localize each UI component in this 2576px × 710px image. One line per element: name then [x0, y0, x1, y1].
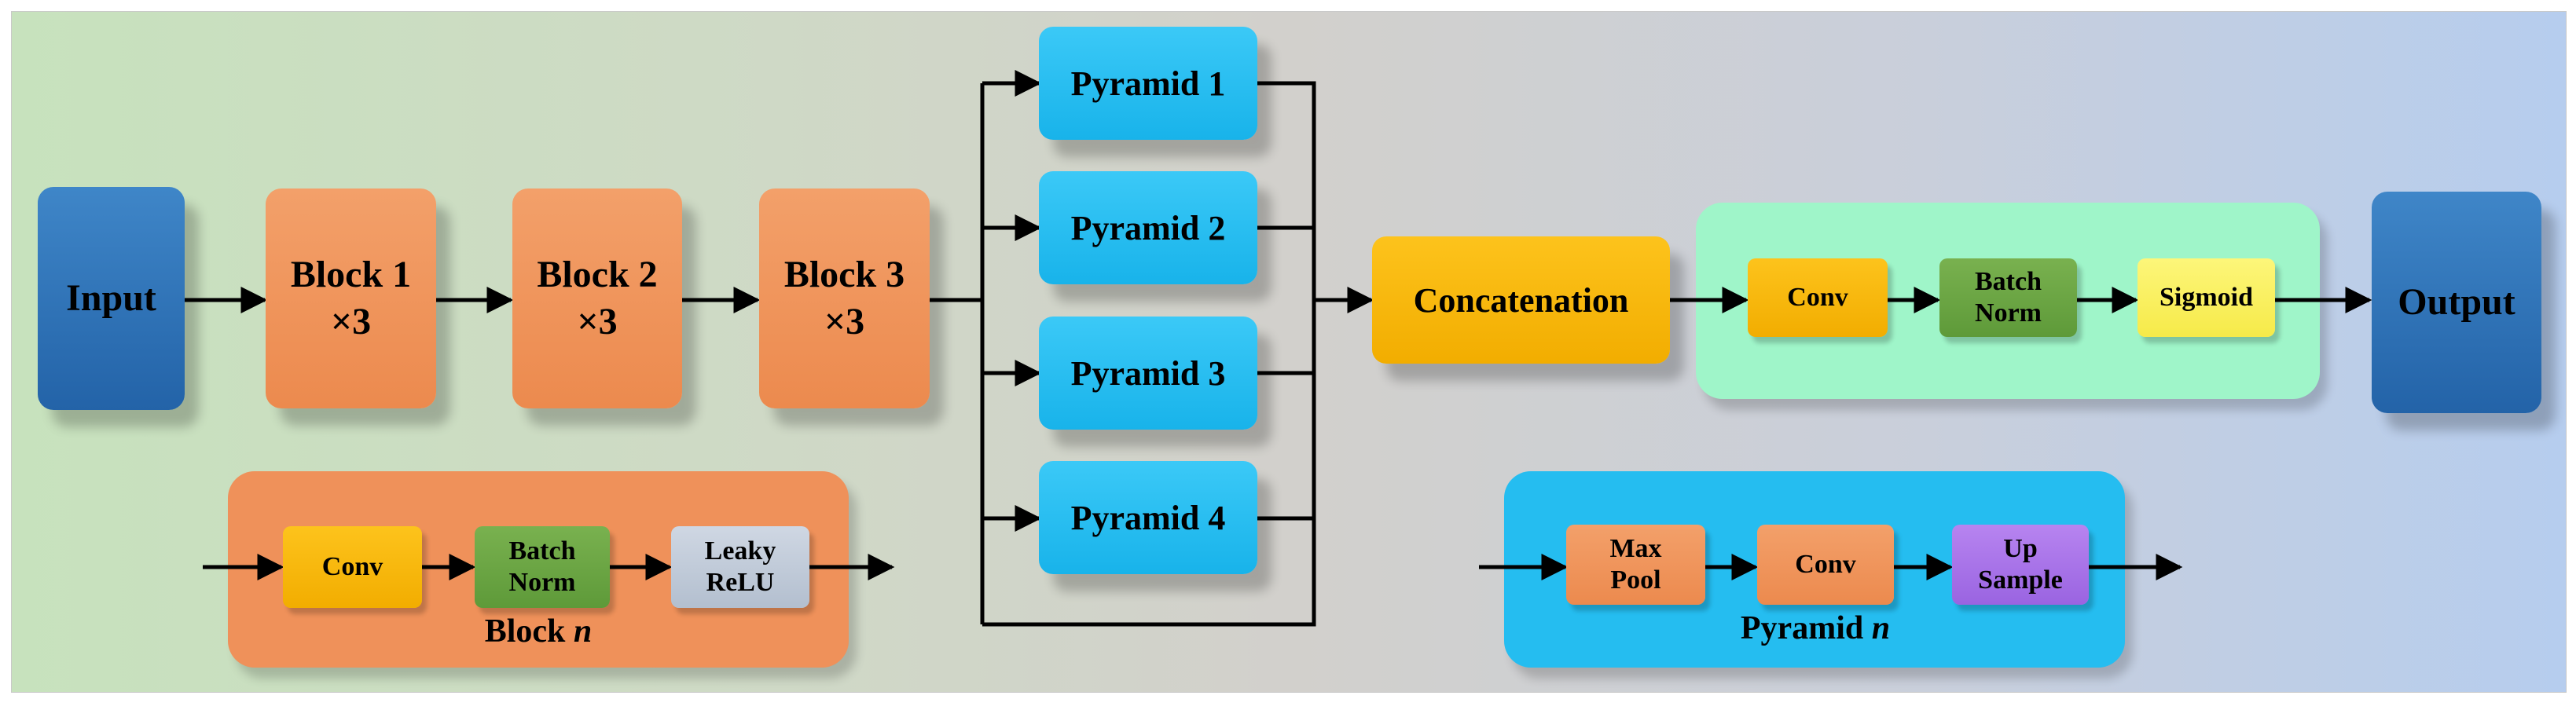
- pyramid-4: Pyramid 4: [1039, 461, 1257, 574]
- block-detail-act-line1: Leaky: [704, 536, 776, 565]
- pyramid-detail-up-sample: Up Sample: [1952, 525, 2089, 605]
- head-conv: Conv: [1748, 258, 1888, 337]
- block-detail-conv: Conv: [283, 526, 422, 608]
- block-detail-leaky-relu: Leaky ReLU: [671, 526, 809, 608]
- pyramid-3: Pyramid 3: [1039, 317, 1257, 430]
- block-2-title: Block 2: [537, 254, 658, 295]
- block-1-repeat: ×3: [330, 301, 372, 342]
- pyramid-detail-up-line2: Sample: [1978, 565, 2063, 595]
- pyramid-detail-conv: Conv: [1757, 525, 1894, 605]
- head-batch-norm: Batch Norm: [1939, 258, 2077, 337]
- block-detail-batch-norm: Batch Norm: [475, 526, 610, 608]
- concatenation-node: Concatenation: [1372, 236, 1670, 364]
- block-detail-title-var: n: [573, 613, 593, 650]
- head-sigmoid-label: Sigmoid: [2159, 283, 2254, 312]
- pyramid-3-label: Pyramid 3: [1070, 353, 1226, 393]
- block-2-repeat: ×3: [577, 301, 618, 342]
- output-label: Output: [2398, 281, 2515, 323]
- block-1: Block 1 ×3: [266, 188, 436, 408]
- head-sigmoid: Sigmoid: [2137, 258, 2275, 337]
- pyramid-detail-title: Pyramid n: [1674, 609, 1957, 647]
- head-bn-line1: Batch: [1975, 267, 2042, 296]
- pyramid-detail-title-var: n: [1871, 610, 1891, 646]
- pyramid-1: Pyramid 1: [1039, 27, 1257, 140]
- block-3: Block 3 ×3: [759, 188, 930, 408]
- pyramid-4-label: Pyramid 4: [1070, 498, 1226, 537]
- input-node: Input: [38, 187, 185, 410]
- block-2: Block 2 ×3: [512, 188, 682, 408]
- block-3-title: Block 3: [783, 254, 905, 295]
- block-3-repeat: ×3: [824, 301, 865, 342]
- block-detail-bn-line1: Batch: [508, 536, 576, 565]
- pyramid-detail-up-line1: Up: [2003, 534, 2038, 563]
- block-1-title: Block 1: [290, 254, 412, 295]
- block-detail-title-prefix: Block: [484, 613, 566, 650]
- pyramid-detail-pool-line2: Pool: [1610, 565, 1661, 595]
- pyramid-detail-pool-line1: Max: [1609, 534, 1662, 563]
- head-bn-line2: Norm: [1975, 298, 2042, 328]
- concatenation-label: Concatenation: [1413, 280, 1629, 320]
- block-detail-bn-line2: Norm: [508, 568, 576, 597]
- input-label: Input: [66, 277, 156, 319]
- block-detail-conv-label: Conv: [321, 552, 383, 581]
- block-detail-act-line2: ReLU: [706, 568, 775, 597]
- pyramid-2: Pyramid 2: [1039, 171, 1257, 284]
- pyramid-1-label: Pyramid 1: [1070, 64, 1226, 103]
- pyramid-detail-conv-label: Conv: [1795, 550, 1856, 579]
- output-node: Output: [2372, 192, 2541, 413]
- block-detail-title: Block n: [409, 613, 668, 650]
- pyramid-detail-title-prefix: Pyramid: [1740, 610, 1864, 646]
- pyramid-2-label: Pyramid 2: [1070, 208, 1226, 247]
- head-conv-label: Conv: [1787, 283, 1848, 312]
- pyramid-detail-max-pool: Max Pool: [1566, 525, 1705, 605]
